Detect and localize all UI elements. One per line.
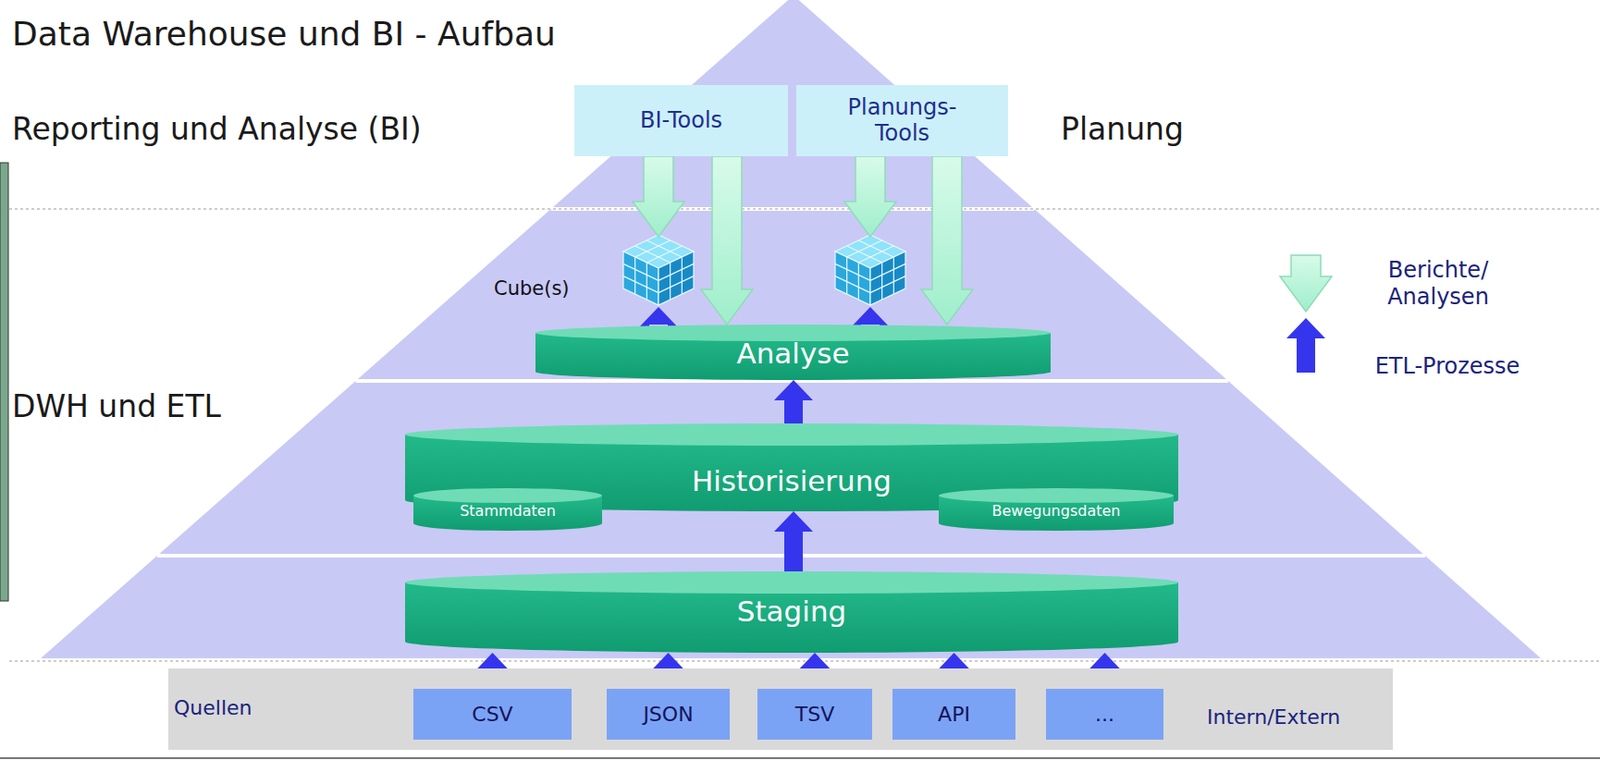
node-label: API [937, 702, 971, 727]
cube-grid [846, 257, 848, 295]
report-arrow [1280, 255, 1332, 312]
node-label: Historisierung [691, 465, 892, 499]
cube-icons [623, 234, 906, 306]
source-band: Quellen Intern/Extern CSV JSON TSV API... [168, 668, 1393, 751]
pyramid-separators [157, 209, 1426, 556]
cube-face [623, 251, 659, 306]
cube-grid [835, 263, 871, 281]
process-box: Planungs- Tools [796, 85, 1009, 157]
dashed-separator [9, 209, 1600, 210]
cube-label: Cube(s) [493, 277, 570, 300]
legend-text: Berichte/ Analysen [1359, 257, 1517, 311]
database-cylinder: Analyse [535, 324, 1051, 381]
report-arrow [844, 156, 897, 237]
cube-grid [658, 263, 694, 281]
database-cylinder: HistorisierungStammdatenBewegungsdaten [405, 423, 1179, 512]
cube-grid [623, 276, 659, 294]
process-box: BI-Tools [574, 85, 788, 157]
report-arrow [701, 156, 753, 325]
cube-grid [870, 263, 906, 281]
database-cylinder: Stammdaten [413, 488, 603, 531]
node-label: Bewegungsdaten [992, 503, 1121, 520]
cube-grid [881, 262, 883, 300]
cube-grid [681, 257, 683, 295]
cube-icon [623, 234, 694, 306]
dashed-separator [9, 661, 1600, 663]
cube-grid [858, 262, 860, 300]
cube-grid [835, 276, 871, 294]
node-label: CSV [471, 702, 513, 727]
process-box: CSV [413, 689, 572, 740]
node-label: TSV [795, 702, 835, 727]
cylinder-body [405, 434, 1179, 512]
side-panel [0, 162, 9, 602]
cube-face [658, 251, 694, 306]
process-box: API [892, 689, 1016, 740]
node-label: JSON [642, 702, 693, 727]
database-cylinder: Bewegungsdaten [938, 488, 1174, 531]
cube-grid [870, 276, 906, 294]
process-box: ... [1046, 689, 1164, 740]
report-arrow [632, 156, 685, 237]
legend-text: ETL-Prozesse [1341, 353, 1554, 381]
node-label: Planungs- Tools [833, 95, 973, 147]
cube-face [870, 251, 906, 306]
cube-grid [669, 262, 671, 300]
node-label: Staging [737, 595, 847, 629]
process-box: JSON [606, 689, 730, 740]
cylinder-top [413, 488, 603, 504]
node-label: ... [1095, 702, 1115, 727]
band-label: Quellen [173, 696, 253, 720]
band-label: Intern/Extern [1206, 705, 1341, 729]
layer-label: Reporting und Analyse (BI) [12, 110, 422, 148]
etl-arrow [1286, 318, 1326, 373]
process-box: TSV [757, 689, 873, 740]
etl-arrow [850, 307, 890, 328]
cube-grid [634, 257, 636, 295]
cube-grid [658, 276, 694, 294]
cube-grid [646, 262, 648, 300]
report-arrow [921, 156, 973, 325]
cube-grid [893, 257, 895, 295]
node-label: Analyse [736, 337, 850, 371]
cube-icon [835, 234, 906, 306]
cube-grid [623, 263, 659, 281]
layer-label: DWH und ETL [12, 388, 222, 425]
etl-arrow [774, 380, 813, 424]
etl-arrow [639, 307, 678, 328]
node-label: BI-Tools [640, 108, 723, 135]
cube-face [835, 251, 871, 306]
bottom-rule [0, 757, 1600, 760]
title: Data Warehouse und BI - Aufbau [12, 14, 556, 53]
node-label: Stammdaten [459, 503, 556, 520]
layer-label: Planung [1060, 110, 1184, 148]
database-cylinder: Staging [405, 571, 1179, 653]
cylinder-body [535, 332, 1051, 381]
cylinder-top [405, 423, 1179, 446]
cylinder-top [405, 571, 1179, 594]
cylinder-top [938, 488, 1174, 504]
etl-arrow [774, 511, 813, 572]
pyramid [40, 0, 1541, 659]
